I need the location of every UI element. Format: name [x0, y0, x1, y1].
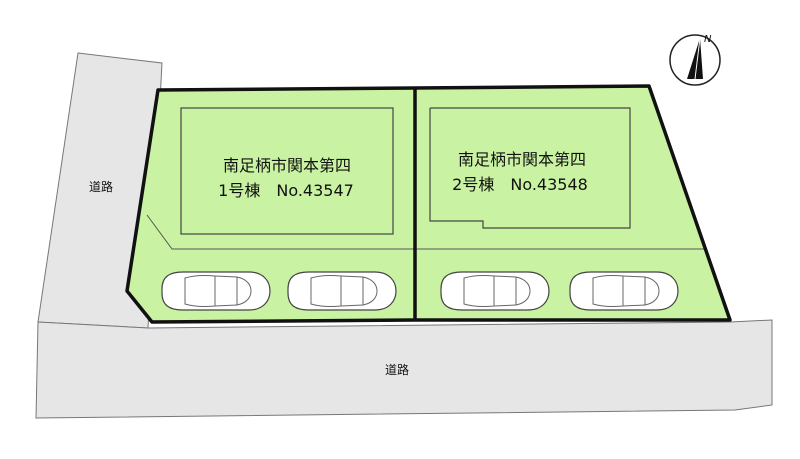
lot-2-name: 南足柄市関本第四 — [458, 150, 586, 169]
parking-car-4 — [569, 271, 679, 311]
parking-car-3 — [440, 271, 550, 311]
parking-car-1 — [161, 271, 271, 311]
compass-north-label: N — [704, 34, 712, 45]
lot-1-number: 1号棟 No.43547 — [218, 181, 354, 200]
lot-1-name: 南足柄市関本第四 — [223, 156, 351, 175]
north-arrow-icon: N — [669, 34, 721, 86]
setback-line — [146, 214, 705, 250]
building-footprint-1 — [180, 107, 394, 235]
bottom-road — [35, 319, 773, 419]
site-boundary — [125, 84, 732, 324]
lot-2-number: 2号棟 No.43548 — [452, 175, 588, 194]
bottom-road-label: 道路 — [385, 362, 409, 377]
building-footprint-2 — [429, 107, 631, 229]
lot-area — [127, 86, 730, 322]
parking-car-2 — [287, 271, 397, 311]
left-road-label: 道路 — [89, 179, 113, 194]
